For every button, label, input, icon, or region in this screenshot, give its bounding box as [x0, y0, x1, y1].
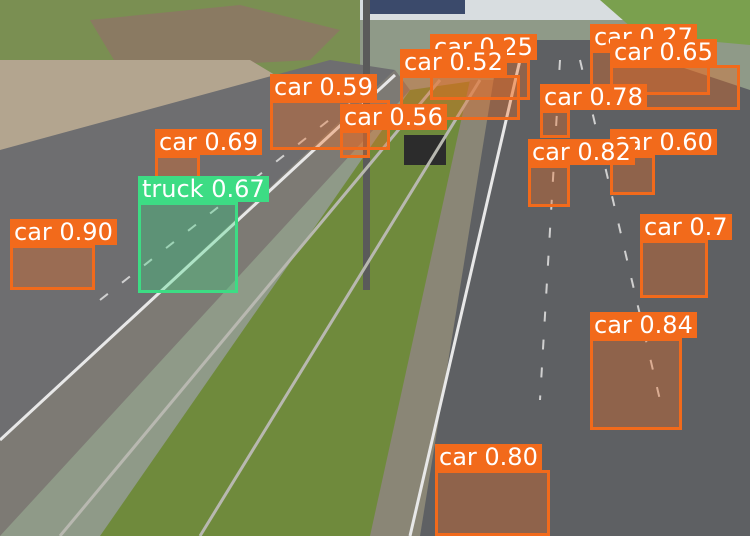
- detection-box-truck: truck 0.67: [138, 176, 269, 293]
- detection-label: truck 0.67: [138, 176, 269, 202]
- detection-box-car: car 0.69: [155, 129, 262, 185]
- detection-box-car: car 0.84: [590, 312, 697, 430]
- detection-label: car 0.78: [540, 84, 647, 110]
- detection-label: car 0.84: [590, 312, 697, 338]
- detection-label: car 0.65: [610, 39, 717, 65]
- detection-box-car: car 0.7: [640, 214, 732, 298]
- detection-label: car 0.80: [435, 444, 542, 470]
- detection-label: car 0.52: [400, 49, 507, 75]
- detection-box-car: car 0.56: [340, 104, 447, 158]
- detection-label: car 0.7: [640, 214, 732, 240]
- detection-box-car: car 0.90: [10, 219, 117, 290]
- detection-label: car 0.59: [270, 74, 377, 100]
- detection-label: car 0.69: [155, 129, 262, 155]
- detection-box-car: car 0.82: [528, 139, 635, 207]
- detection-box-car: car 0.80: [435, 444, 550, 536]
- detection-box-car: car 0.78: [540, 84, 647, 138]
- detection-label: car 0.82: [528, 139, 635, 165]
- detection-label: car 0.90: [10, 219, 117, 245]
- detection-label: car 0.56: [340, 104, 447, 130]
